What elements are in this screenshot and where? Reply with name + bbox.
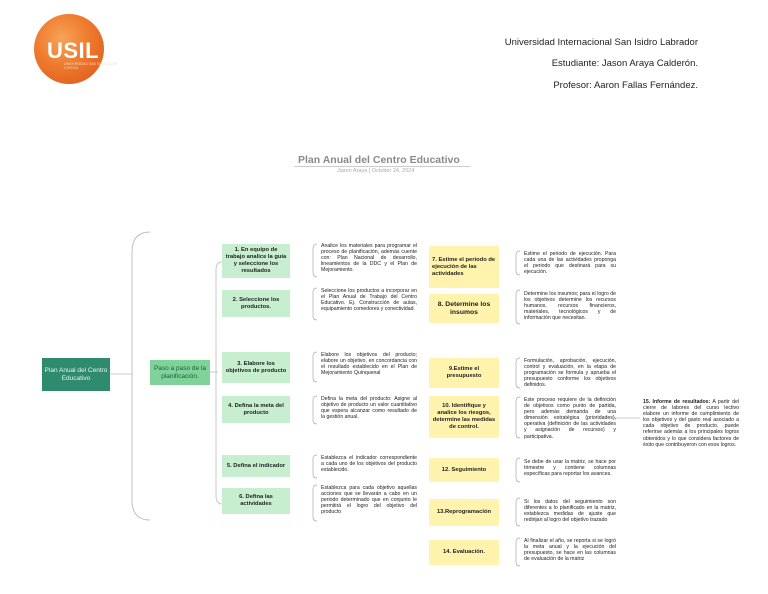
step-6-desc: Establezca para cada objetivo aquellas a… [321,485,417,516]
step-13: 13.Reprogramación [429,499,499,526]
step-13-desc: Si los datos del seguimiento son diferen… [524,499,616,524]
steps-bracket [215,261,223,505]
university-name: Universidad Internacional San Isidro Lab… [504,37,698,48]
root-node: Plan Anual del Centro Educativo [42,358,110,391]
step-14: 14. Evaluación. [429,540,499,565]
usil-logo: USIL UNIVERSIDAD SAN IGNACIO DE LOYOLA [34,14,120,100]
step-7: 7. Estime el periodo de ejecución de las… [429,246,499,288]
step-4-desc: Defina la meta del producto: Asigne al o… [321,396,417,421]
step-2: 2. Seleccione los productos. [222,290,290,317]
step-1: 1. En equipo de trabajo analice la guía … [222,244,290,278]
step-10-desc: Este proceso requiere de la definición d… [524,397,616,440]
step-3: 3. Elabore los objetivos de producto [222,352,290,383]
step-1-desc: Analice los materiales para programar el… [321,243,417,274]
logo-circle [34,14,104,84]
diagram-subtitle: Jason Araya | October 24, 2024 [337,168,415,174]
big-bracket [131,231,151,521]
professor-name: Profesor: Aaron Fallas Fernández. [553,80,698,91]
step-8-desc: Determine los insumos; para el logro de … [524,291,616,322]
step-9: 9.Estime el presupuesto [429,358,499,388]
step-10: 10. Identifique y analice los riesgos, d… [429,396,499,438]
step-14-desc: Al finalizar el año, se reporta si se lo… [524,538,616,563]
step-15: 15. Informe de resultados: A partir del … [643,399,739,448]
step-7-desc: Estime el periodo de ejecución. Para cad… [524,251,616,276]
step-5-desc: Establezca el indicador correspondiente … [321,455,417,474]
step-9-desc: Formulación, aprobación, ejecución, cont… [524,358,616,389]
step-12: 12. Seguimiento [429,458,499,482]
step-8: 8. Determine los insumos [429,294,499,323]
step-15-label: 15. Informe de resultados: [643,399,711,405]
step-3-desc: Elabore los objetivos del producto; elab… [321,352,417,377]
middle-node: Paso a paso de la planificación. [150,360,210,385]
logo-text: USIL [47,38,100,63]
student-name: Estudiante: Jason Araya Calderón. [551,58,698,69]
step-4: 4. Defina la meta del producto [222,396,290,423]
diagram-title: Plan Anual del Centro Educativo [298,154,460,166]
step-12-desc: Se debe de usar la matriz, se hace por t… [524,459,616,478]
logo-subtext: UNIVERSIDAD SAN IGNACIO DE LOYOLA [64,62,118,70]
step-15-desc: A partir del cierre de labores del curso… [643,399,740,448]
step-2-desc: Seleccione los productos a incorporar en… [321,288,417,313]
step-5: 5. Defina el indicador [222,455,290,477]
step-6: 6. Defina las actividades [222,488,290,514]
title-divider [294,166,470,167]
